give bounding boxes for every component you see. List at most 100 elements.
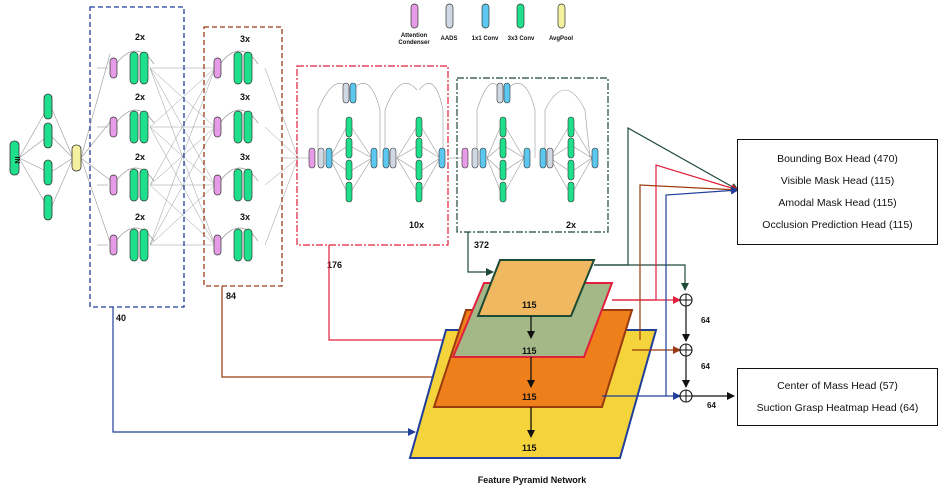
- fpn-level-1: [476, 259, 596, 317]
- stage4-conv1-b: [523, 147, 531, 169]
- stage3-conv3-b2: [415, 137, 423, 159]
- stage3-attention: [308, 147, 316, 169]
- stage3-conv1-c: [382, 147, 390, 169]
- stage3-conv1-b: [370, 147, 378, 169]
- stage3-conv3-b1: [415, 116, 423, 138]
- stage4-conv3-a3: [499, 159, 507, 181]
- stage2-conv3b-2: [243, 110, 253, 144]
- stage4-conv3-a2: [499, 137, 507, 159]
- stage2-to-fpn-arrow: [221, 286, 448, 381]
- stage1-repeat-4: 2x: [135, 212, 145, 222]
- stage1-attention-4: [109, 234, 118, 256]
- feature-pyramid: 115 115 115 115 Feature Pyramid Network: [112, 232, 658, 485]
- stage3-group: 10x 176: [283, 65, 449, 270]
- stage4-aads-1: [471, 147, 479, 169]
- stage1-repeat-3: 2x: [135, 152, 145, 162]
- stage1-attention-1: [109, 57, 118, 79]
- input-stem: IN: [9, 53, 111, 243]
- legend-label-conv1: 1x1 Conv: [472, 36, 499, 42]
- stage1-conv3a-3: [129, 168, 139, 202]
- stage4-conv3-b4: [567, 181, 575, 203]
- stage4-attention: [461, 147, 469, 169]
- stage2-attention-1: [213, 57, 222, 79]
- stem-conv-3: [43, 159, 53, 186]
- stage4-to-fpn-arrow: [467, 232, 494, 276]
- stage1-conv3b-4: [139, 228, 149, 262]
- stage3-conv3-a1: [345, 116, 353, 138]
- fpn-level-3-label: 115: [522, 392, 537, 402]
- stage2-conv3a-1: [233, 51, 243, 85]
- center-of-mass-head: Center of Mass Head (57): [777, 380, 898, 392]
- stem-avgpool: [71, 144, 82, 172]
- stage1-attention-3: [109, 174, 118, 196]
- stage3-conv3-b3: [415, 159, 423, 181]
- legend-swatch-conv3: [516, 3, 525, 29]
- stage2-repeat-2: 3x: [240, 92, 250, 102]
- stage3-conv3-b4: [415, 181, 423, 203]
- bounding-box-head: Bounding Box Head (470): [777, 153, 898, 165]
- input-block: [9, 140, 20, 176]
- stage3-aads-1: [317, 147, 325, 169]
- occlusion-prediction-head: Occlusion Prediction Head (115): [762, 219, 913, 231]
- stage1-group: [97, 50, 216, 262]
- stage1-conv3a-4: [129, 228, 139, 262]
- stage4-repeat: 2x: [566, 220, 576, 230]
- stage2-box: [203, 26, 283, 287]
- stage3-conv1-d: [438, 147, 446, 169]
- stage2-conv3b-4: [243, 228, 253, 262]
- legend-label-aads: AADS: [440, 36, 457, 42]
- legend: Attention Condenser AADS 1x1 Conv 3x3 Co…: [398, 3, 573, 46]
- stage2-attention-2: [213, 116, 222, 138]
- stage4-conv3-b1: [567, 116, 575, 138]
- stage3-repeat: 10x: [409, 220, 424, 230]
- stage2-attention-3: [213, 174, 222, 196]
- stage4-group: 2x 372: [448, 77, 609, 250]
- legend-swatch-attention: [410, 3, 419, 29]
- stem-conv-4: [43, 194, 53, 221]
- stage4-conv3-b3: [567, 159, 575, 181]
- stage1-to-fpn-arrow: [112, 307, 416, 436]
- stage2-conv3b-3: [243, 168, 253, 202]
- stage2-repeat-4: 3x: [240, 212, 250, 222]
- bottom-heads-box: Center of Mass Head (57) Suction Grasp H…: [737, 368, 938, 426]
- legend-label-conv3: 3x3 Conv: [508, 36, 535, 42]
- stage1-repeat-1: 2x: [135, 32, 145, 42]
- stage1-box: [89, 6, 185, 308]
- stage1-conv3b-2: [139, 110, 149, 144]
- stage2-conv3b-1: [243, 51, 253, 85]
- stage4-conv3-b2: [567, 137, 575, 159]
- legend-swatch-aads: [445, 3, 454, 29]
- stage4-box: [456, 77, 609, 233]
- stage3-top-conv1: [349, 82, 357, 104]
- stage4-channels: 372: [474, 240, 489, 250]
- sum-label-1: 64: [701, 316, 710, 325]
- amodal-mask-head: Amodal Mask Head (115): [778, 197, 897, 209]
- stage1-conv3b-3: [139, 168, 149, 202]
- stage3-conv3-a3: [345, 159, 353, 181]
- stage3-conv3-a4: [345, 181, 353, 203]
- fpn-level-2-label: 115: [522, 346, 537, 356]
- stage4-conv1-a: [479, 147, 487, 169]
- stage1-conv3a-2: [129, 110, 139, 144]
- stage4-conv3-a1: [499, 116, 507, 138]
- stage2-group: [213, 50, 299, 262]
- stage4-conv3-a4: [499, 181, 507, 203]
- stage2-channels: 84: [226, 291, 236, 301]
- stage2-conv3a-3: [233, 168, 243, 202]
- fpn-title: Feature Pyramid Network: [478, 475, 588, 485]
- stage1-conv3a-1: [129, 51, 139, 85]
- legend-swatch-conv1: [481, 3, 490, 29]
- legend-swatch-avgpool: [557, 3, 566, 29]
- stage3-conv1-a: [325, 147, 333, 169]
- legend-label-attention-1: Attention: [401, 33, 428, 39]
- stage2-repeat-1: 3x: [240, 34, 250, 44]
- fpn-level-1-label: 115: [522, 300, 537, 310]
- stage4-aads-2: [546, 147, 554, 169]
- fpn-level-4-label: 115: [522, 443, 537, 453]
- head-connections: 64 64 64: [594, 126, 739, 410]
- stage3-top-aads: [342, 82, 350, 104]
- top-heads-box: Bounding Box Head (470) Visible Mask Hea…: [737, 139, 938, 245]
- stage4-conv1-c: [539, 147, 547, 169]
- suction-grasp-heatmap-head: Suction Grasp Heatmap Head (64): [756, 402, 919, 414]
